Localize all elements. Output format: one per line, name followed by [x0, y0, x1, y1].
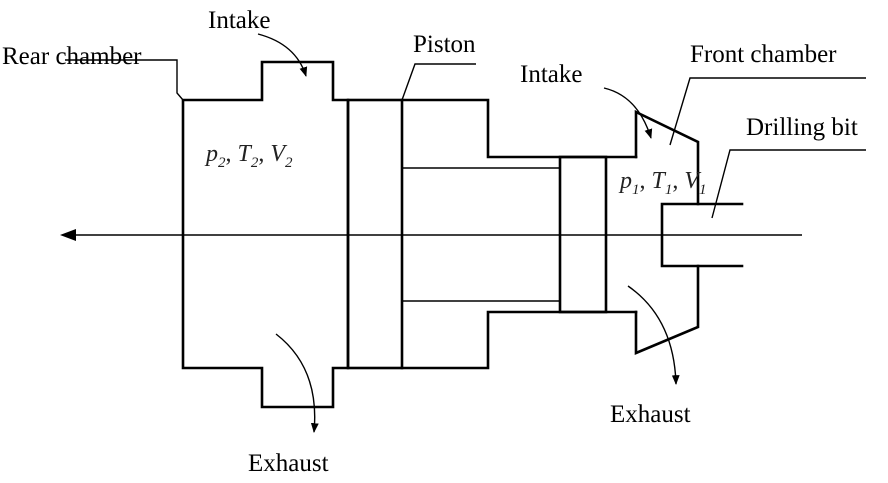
intake-front-arrow [603, 87, 653, 139]
drilling-bit-shank [660, 202, 744, 268]
front-chamber-wall-top [634, 109, 700, 206]
rear-chamber-leader [65, 59, 184, 101]
front-piston-block [558, 155, 608, 314]
rear-state-label: p2, T2, V2 [204, 141, 293, 171]
front-state-label: p1, T1, V1 [618, 168, 707, 198]
exhaust-left-arrow [275, 333, 319, 433]
axis-arrow-head [60, 229, 76, 241]
drilling-bit-leader [711, 149, 866, 219]
front-chamber-label: Front chamber [690, 41, 837, 68]
drilling-bit-label: Drilling bit [746, 114, 858, 141]
intake-front-label: Intake [520, 61, 582, 88]
front-chamber-wall-bottom [634, 264, 700, 355]
piston-housing-top [400, 98, 638, 159]
piston-label: Piston [413, 31, 476, 58]
intake-top-label: Intake [208, 7, 270, 34]
piston-head [346, 98, 404, 370]
rear-chamber-label: Rear chamber [2, 43, 142, 70]
front-chamber-leader [669, 77, 866, 146]
exhaust-left-label: Exhaust [248, 450, 329, 477]
piston-housing-bottom [400, 310, 638, 370]
exhaust-right-arrow [627, 285, 680, 385]
intake-top-arrow [257, 33, 308, 77]
exhaust-right-label: Exhaust [610, 401, 691, 428]
piston-leader [401, 63, 476, 101]
